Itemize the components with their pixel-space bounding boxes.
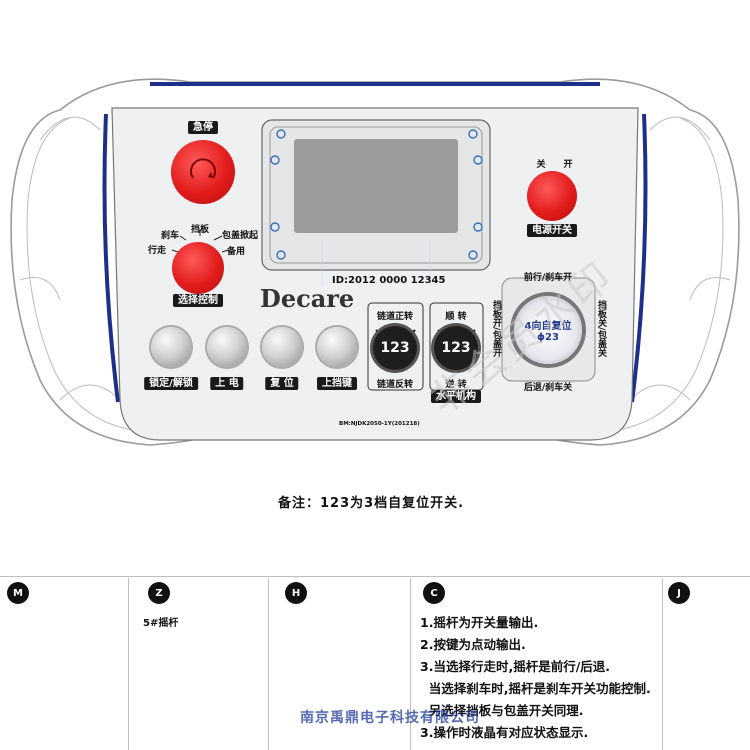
- power-on-label: 上 电: [210, 377, 244, 390]
- device-serial: ID:2012 0000 12345: [332, 275, 446, 286]
- selector-tag: 选择控制: [173, 294, 223, 307]
- knob1-top-label: 链道正转: [376, 312, 414, 322]
- estop-label: 急停: [188, 121, 218, 134]
- joystick[interactable]: 4向自复位 ϕ23: [514, 296, 582, 364]
- lock-unlock-button[interactable]: [151, 327, 191, 367]
- power-label-on: 开: [563, 160, 573, 170]
- reset-button[interactable]: [262, 327, 302, 367]
- power-on-button[interactable]: [207, 327, 247, 367]
- column-badge-z: Z: [148, 582, 170, 604]
- col-divider: [410, 578, 411, 750]
- rotation-knob[interactable]: 123: [434, 326, 478, 370]
- col-divider: [128, 578, 129, 750]
- column-badge-j: J: [668, 582, 690, 604]
- joystick-line1: 4向自复位: [524, 321, 572, 332]
- joystick-right-label: 挡板关/包盖关: [596, 300, 606, 358]
- note-line: 3.当选择行走时,摇杆是前行/后退.: [420, 659, 611, 674]
- reset-label: 复 位: [265, 377, 299, 390]
- joystick-left-label: 挡板开/包盖开: [491, 300, 501, 358]
- note-line: 1.摇杆为开关量输出.: [420, 615, 539, 630]
- z-cell-text: 5#摇杆: [143, 618, 179, 629]
- col-divider: [268, 578, 269, 750]
- model-number: BM:NJDK2050-1Y(201218): [339, 421, 420, 427]
- table-top-border: [0, 576, 750, 577]
- power-tag: 电源开关: [527, 224, 577, 237]
- knob2-top-label: 顺 转: [445, 312, 467, 322]
- chain-knob[interactable]: 123: [373, 326, 417, 370]
- column-badge-m: M: [7, 582, 29, 604]
- selector-switch[interactable]: [172, 242, 224, 294]
- joystick-bottom-label: 后退/刹车关: [523, 383, 573, 393]
- company-watermark: 南京禹鼎电子科技有限公司: [300, 710, 480, 726]
- horizontal-mechanism-tag: 水平机构: [431, 390, 481, 403]
- column-badge-c: C: [423, 582, 445, 604]
- column-badge-h: H: [285, 582, 307, 604]
- joystick-top-label: 前行/刹车开: [523, 273, 573, 283]
- power-switch[interactable]: [527, 171, 577, 221]
- upper-key-label: 上挡键: [317, 377, 357, 390]
- note-line: 3.操作时液晶有对应状态显示.: [420, 725, 589, 740]
- knob2-bottom-label: 逆 转: [445, 380, 467, 390]
- lock-unlock-label: 锁定/解锁: [144, 377, 198, 390]
- upper-key-button[interactable]: [317, 327, 357, 367]
- note-line: 当选择刹车时,摇杆是刹车开关功能控制.: [420, 681, 651, 696]
- panel-note: 备注：123为3档自复位开关.: [278, 496, 465, 511]
- rotate-arrow-icon: [190, 158, 216, 179]
- note-line: 另选择挡板与包盖开关同理.: [420, 703, 584, 718]
- c-notes: 1.摇杆为开关量输出. 2.按键为点动输出. 3.当选择行走时,摇杆是前行/后退…: [420, 612, 651, 744]
- knob1-bottom-label: 链道反转: [376, 380, 414, 390]
- note-line: 2.按键为点动输出.: [420, 637, 526, 652]
- lcd-screen: [294, 139, 458, 233]
- selector-label-baffle: 挡板: [190, 225, 210, 235]
- joystick-line2: ϕ23: [537, 332, 559, 343]
- brand-logo: Decare: [260, 284, 355, 313]
- power-label-off: 关: [536, 160, 546, 170]
- emergency-stop-button[interactable]: [171, 140, 235, 204]
- selector-label-spare: 备用: [226, 247, 246, 257]
- selector-label-brake: 刹车: [160, 231, 180, 241]
- col-divider: [662, 578, 663, 750]
- selector-label-cover: 包盖掀起: [221, 231, 259, 241]
- selector-label-travel: 行走: [147, 246, 167, 256]
